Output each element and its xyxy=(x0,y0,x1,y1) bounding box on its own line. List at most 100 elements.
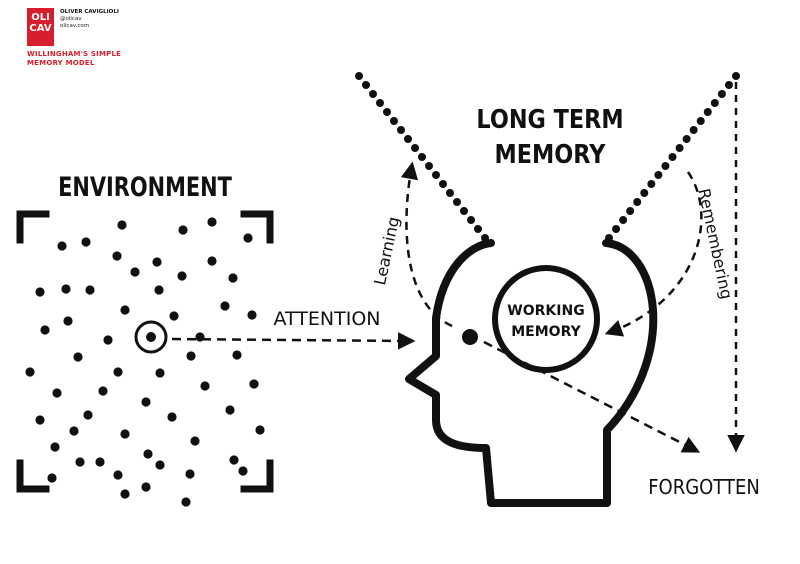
ltm-funnel-right-dot xyxy=(654,171,663,179)
environment-dot xyxy=(249,379,259,389)
working-memory-circle xyxy=(492,265,600,373)
long-term-memory-label-line1: LONG TERM xyxy=(476,103,623,134)
environment-dot xyxy=(177,271,187,281)
attention-label: ATTENTION xyxy=(274,308,381,330)
environment-dot xyxy=(52,388,62,398)
ltm-funnel-right-dot xyxy=(640,189,649,197)
ltm-funnel-right-dot xyxy=(661,162,670,170)
subtitle-line-2: MEMORY MODEL xyxy=(27,59,95,67)
environment-dot xyxy=(98,386,108,396)
ltm-funnel-left-dot xyxy=(418,153,426,161)
environment-dot xyxy=(35,415,45,425)
environment-dot xyxy=(113,367,123,377)
ltm-funnel-right-dot xyxy=(689,126,698,134)
environment-dot xyxy=(185,469,195,479)
environment-dot xyxy=(50,442,60,452)
frame-corner-top-right xyxy=(240,210,274,244)
environment-dot xyxy=(190,436,200,446)
environment-dot xyxy=(141,482,151,492)
environment-dot xyxy=(229,455,239,465)
environment-frame xyxy=(16,210,274,493)
forgotten-label: FORGOTTEN xyxy=(648,476,760,499)
environment-dot xyxy=(155,460,165,470)
information-dot xyxy=(462,329,478,345)
ltm-funnel-left-dot xyxy=(411,144,419,152)
ltm-funnel-left-dot xyxy=(467,216,475,224)
attended-stimulus xyxy=(134,320,168,354)
ltm-funnel-right-dot xyxy=(696,117,705,125)
environment-dot xyxy=(207,256,217,266)
environment-stimuli xyxy=(25,217,265,507)
ltm-funnel-left-dot xyxy=(432,171,440,179)
environment-dot xyxy=(113,470,123,480)
environment-dot xyxy=(95,457,105,467)
environment-dot xyxy=(141,397,151,407)
environment-dot xyxy=(25,367,35,377)
environment-dot xyxy=(255,425,265,435)
long-term-memory-label-line2: MEMORY xyxy=(495,138,606,169)
olicav-logo: OLI CAV xyxy=(27,8,54,46)
forgotten-arrow-from-working-memory xyxy=(483,340,701,453)
ltm-funnel-left-dot xyxy=(397,126,405,134)
environment-dot xyxy=(47,473,57,483)
environment-dot xyxy=(154,285,164,295)
environment-dot xyxy=(232,350,242,360)
head-outline xyxy=(405,239,658,507)
environment-dot xyxy=(169,311,179,321)
ltm-funnel-left-dot xyxy=(439,180,447,188)
environment-dot xyxy=(120,429,130,439)
ltm-funnel-right-dot xyxy=(647,180,656,188)
ltm-funnel-left-dot xyxy=(362,81,370,89)
ltm-funnel-right-dot xyxy=(668,153,677,161)
environment-dot xyxy=(225,405,235,415)
logo-line-2: CAV xyxy=(29,23,52,34)
environment-dot xyxy=(186,351,196,361)
frame-corner-bottom-right xyxy=(240,459,274,493)
ltm-funnel-left-dot xyxy=(460,207,468,215)
environment-dot xyxy=(83,410,93,420)
long-term-memory-funnel xyxy=(355,72,740,242)
ltm-funnel-right-dot xyxy=(633,198,642,206)
logo-line-1: OLI xyxy=(31,12,50,23)
environment-dot xyxy=(167,412,177,422)
working-memory-label-line2: MEMORY xyxy=(511,324,581,340)
environment-dot xyxy=(35,287,45,297)
environment-dot xyxy=(143,449,153,459)
environment-dot xyxy=(63,316,73,326)
ltm-funnel-right-dot xyxy=(626,207,635,215)
environment-dot xyxy=(247,310,257,320)
environment-dot xyxy=(238,466,248,476)
working-memory-label-line1: WORKING xyxy=(507,303,584,319)
attention-focus-ring xyxy=(134,320,168,354)
environment-dot xyxy=(152,257,162,267)
environment-dot xyxy=(181,497,191,507)
environment-label: ENVIRONMENT xyxy=(58,171,232,202)
ltm-funnel-right-dot xyxy=(675,144,684,152)
environment-dot xyxy=(120,305,130,315)
environment-dot xyxy=(200,381,210,391)
ltm-funnel-left-dot xyxy=(474,225,482,233)
ltm-funnel-right-dot xyxy=(682,135,691,143)
environment-dot xyxy=(40,325,50,335)
environment-dot xyxy=(73,352,83,362)
ltm-funnel-right-dot xyxy=(612,225,621,233)
remembering-arrow xyxy=(604,171,703,337)
ltm-funnel-left-dot xyxy=(481,234,489,242)
ltm-funnel-right-dot xyxy=(732,72,740,80)
ltm-funnel-right-dot xyxy=(710,99,719,107)
attended-dot xyxy=(146,332,156,342)
diagram-subtitle: WILLINGHAM'S SIMPLE MEMORY MODEL xyxy=(27,50,121,68)
environment-dot xyxy=(207,217,217,227)
environment-dot xyxy=(155,368,165,378)
ltm-funnel-right-dot xyxy=(619,216,628,224)
ltm-funnel-left-dot xyxy=(383,108,391,116)
environment-dot xyxy=(85,285,95,295)
environment-dot xyxy=(120,489,130,499)
ltm-funnel-left-dot xyxy=(390,117,398,125)
learning-arrow xyxy=(400,161,453,328)
ltm-funnel-left-dot xyxy=(369,90,377,98)
ltm-funnel-right-dot xyxy=(605,234,613,242)
ltm-funnel-left-dot xyxy=(376,99,384,107)
environment-dot xyxy=(130,267,140,277)
ltm-funnel-left-dot xyxy=(453,198,461,206)
